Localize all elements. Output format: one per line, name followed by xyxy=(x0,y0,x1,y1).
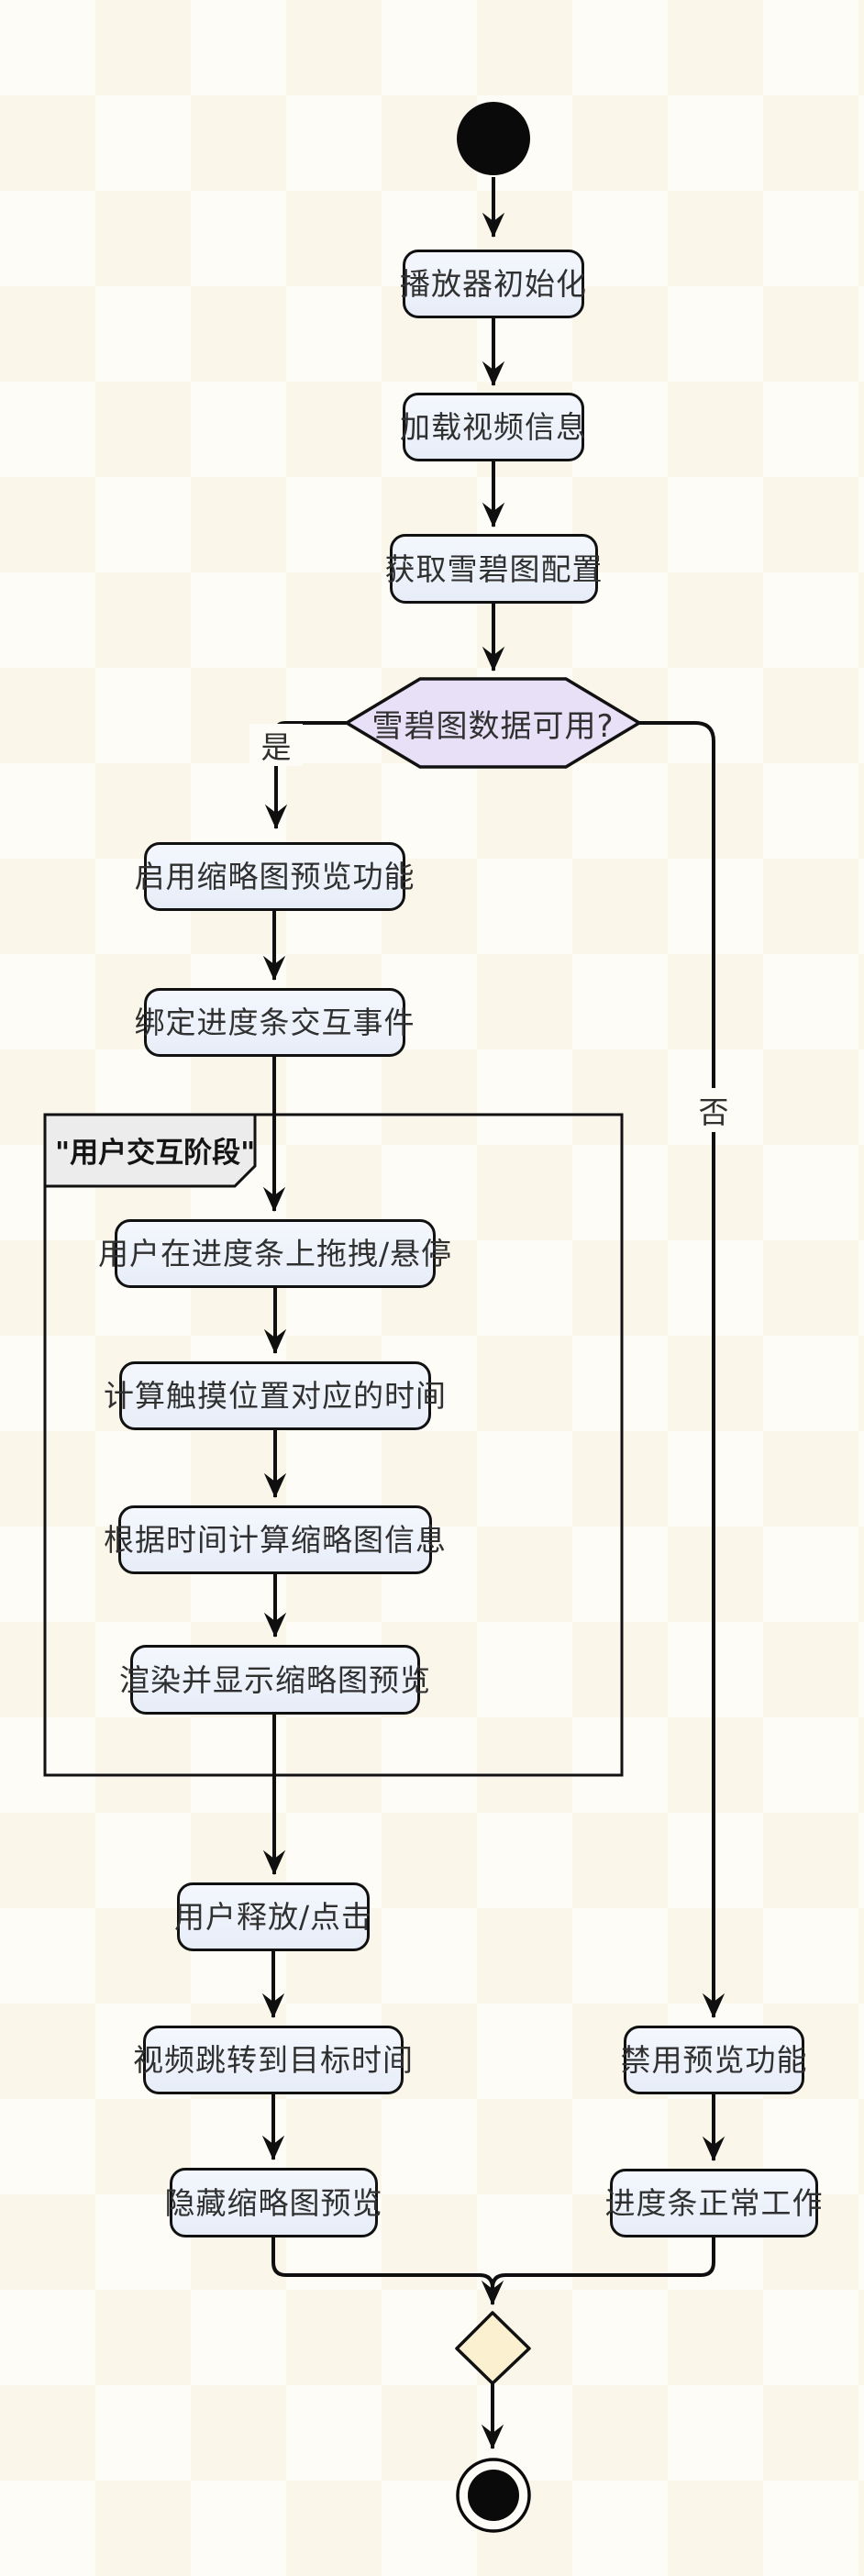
partition-label-tab xyxy=(43,1113,257,1188)
activity-render-show-preview: 渲染并显示缩略图预览 xyxy=(119,1645,430,1715)
activity-enable-thumbnail-preview: 启用缩略图预览功能 xyxy=(135,842,415,911)
activity-get-sprite-config: 获取雪碧图配置 xyxy=(385,534,603,604)
activity-hide-thumbnail-preview: 隐藏缩略图预览 xyxy=(165,2168,382,2237)
activity-progress-bar-normal: 进度条正常工作 xyxy=(605,2169,823,2237)
activity-load-video-info: 加载视频信息 xyxy=(400,393,586,461)
activity-user-drag-hover: 用户在进度条上拖拽/悬停 xyxy=(98,1219,451,1288)
edge-label-no: 否 xyxy=(687,1088,740,1132)
decision-label: 雪碧图数据可用? xyxy=(371,707,615,745)
activity-disable-preview: 禁用预览功能 xyxy=(621,2026,807,2094)
edge-progress-to-merge xyxy=(491,2237,715,2289)
edge-decision-no xyxy=(639,721,726,2018)
decision-hexagon xyxy=(345,677,641,769)
edge-label-yes: 是 xyxy=(249,724,303,766)
activity-user-release-click: 用户释放/点击 xyxy=(174,1882,371,1951)
partition-border xyxy=(43,1113,624,1777)
edge-hide-to-merge xyxy=(271,2237,504,2305)
activity-seek-to-target: 视频跳转到目标时间 xyxy=(133,2026,413,2094)
activity-calc-touch-time: 计算触摸位置对应的时间 xyxy=(104,1361,446,1430)
final-node-dot xyxy=(468,2470,519,2521)
activity-player-init: 播放器初始化 xyxy=(400,250,586,318)
partition-label: "用户交互阶段" xyxy=(55,1136,256,1170)
activity-bind-progress-events: 绑定进度条交互事件 xyxy=(135,988,415,1057)
merge-diamond xyxy=(455,2311,531,2385)
start-node xyxy=(457,102,530,175)
activity-calc-thumbnail-info: 根据时间计算缩略图信息 xyxy=(104,1505,446,1574)
